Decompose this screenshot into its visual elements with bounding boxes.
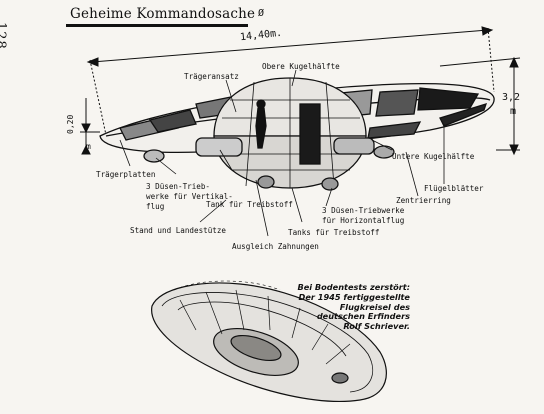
caption-line-1: Bei Bodentests zerstört:	[297, 282, 410, 292]
label-fluegelblaetter: Flügelblätter	[424, 184, 484, 193]
thickness-dimension-line	[80, 98, 100, 155]
label-zentrierring: Zentrierring	[396, 196, 451, 205]
label-duesen-vertikal-3: flug	[146, 202, 165, 211]
caption-line-5: Rolf Schriever.	[343, 321, 410, 332]
stamp-underline	[66, 24, 248, 27]
label-duesen-horizontal-2: für Horizontalflug	[322, 216, 405, 225]
caption-line-4: deutschen Erfinders	[316, 311, 410, 322]
label-duesen-vertikal-1: 3 Düsen-Trieb-	[146, 182, 211, 191]
height-dimension-line	[439, 56, 521, 156]
central-hub	[143, 77, 395, 191]
label-traegeransatz: Trägeransatz	[184, 72, 239, 81]
diameter-symbol: Ø	[258, 8, 265, 19]
label-tank-treibstoff: Tank für Treibstoff	[206, 200, 293, 209]
diameter-dimension-line	[86, 26, 495, 136]
craft-photo-illustration	[151, 280, 387, 402]
height-value: 3,2	[502, 92, 521, 103]
caption-line-3: Flugkreisel des	[339, 301, 410, 312]
classification-stamp: Geheime Kommandosache	[70, 6, 256, 22]
height-unit: m	[510, 106, 517, 117]
photo-caption: Bei Bodentests zerstört: Der 1945 fertig…	[290, 282, 410, 332]
thickness-unit: m	[86, 142, 91, 151]
label-duesen-horizontal-1: 3 Düsen-Triebwerke	[322, 206, 405, 215]
label-stand-landestuetze: Stand und Landestütze	[130, 226, 227, 235]
caption-line-2: Der 1945 fertiggestellte	[298, 291, 410, 302]
label-untere-kugelhaelfte: Untere Kugelhälfte	[392, 152, 475, 161]
label-duesen-vertikal-2: werke für Vertikal-	[146, 192, 233, 201]
label-traegerplatten: Trägerplatten	[96, 170, 156, 179]
label-tanks-treibstoff: Tanks für Treibstoff	[288, 228, 380, 237]
label-ausgleich-zahnungen: Ausgleich Zahnungen	[232, 242, 319, 251]
label-obere-kugelhaelfte: Obere Kugelhälfte	[262, 62, 340, 71]
leader-lines	[119, 69, 445, 237]
thickness-value: 0,20	[66, 114, 75, 134]
